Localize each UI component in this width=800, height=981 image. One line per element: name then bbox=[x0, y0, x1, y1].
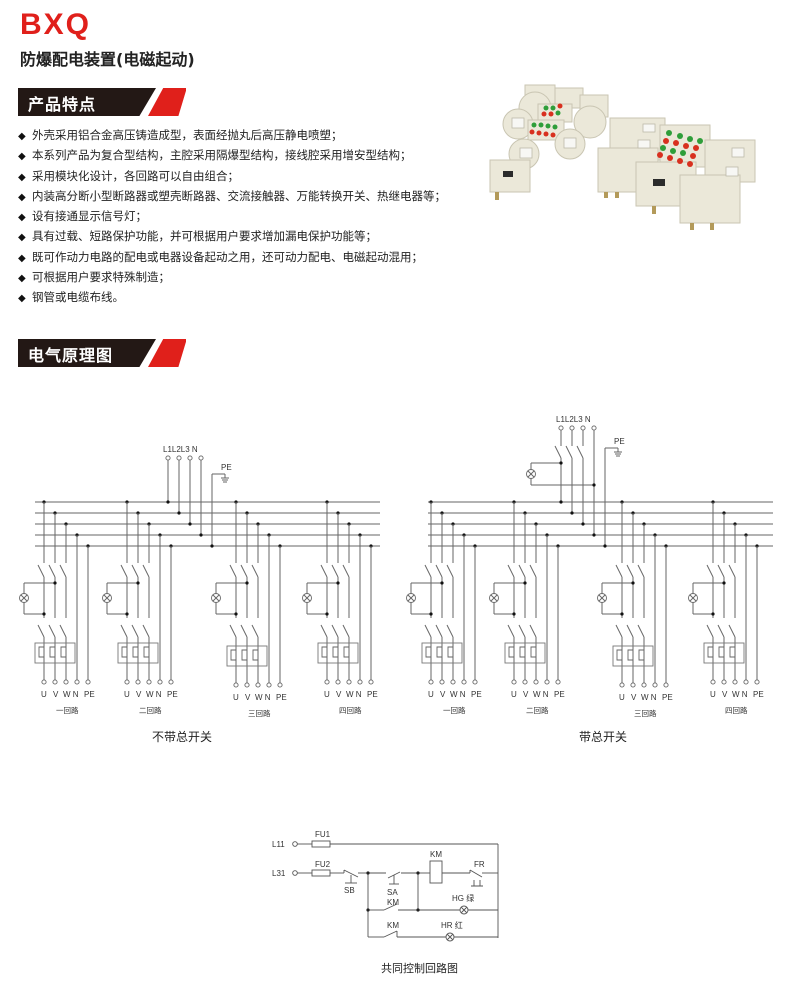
section-accent bbox=[148, 339, 186, 367]
svg-text:U: U bbox=[428, 690, 434, 699]
svg-text:U: U bbox=[511, 690, 517, 699]
label-fr: FR bbox=[474, 860, 485, 869]
left-diagram-caption: 不带总开关 bbox=[152, 730, 213, 744]
svg-text:四回路: 四回路 bbox=[339, 705, 362, 715]
label-fu2: FU2 bbox=[315, 860, 331, 869]
svg-text:PE: PE bbox=[167, 690, 178, 699]
feature-item: ◆本系列产品为复合型结构，主腔采用隔爆型结构，接线腔采用增安型结构； bbox=[18, 145, 446, 165]
feature-item: ◆可根据用户要求特殊制造； bbox=[18, 267, 446, 287]
svg-text:W N: W N bbox=[533, 690, 549, 699]
label-km-contact: KM bbox=[387, 898, 399, 907]
label-hg-green: HG 绿 bbox=[452, 894, 474, 903]
svg-text:PE: PE bbox=[662, 693, 673, 702]
svg-text:L1L2L3 N: L1L2L3 N bbox=[163, 445, 198, 454]
diamond-bullet-icon: ◆ bbox=[18, 252, 26, 264]
svg-text:W N: W N bbox=[146, 690, 162, 699]
svg-text:V: V bbox=[722, 690, 728, 699]
diamond-bullet-icon: ◆ bbox=[18, 151, 26, 163]
feature-item: ◆内装高分断小型断路器或塑壳断路器、交流接触器、万能转换开关、热继电器等； bbox=[18, 186, 446, 206]
control-circuit-diagram: L11 L31 FU1 FU2 SB SA KM KM FR HG 绿 KM H… bbox=[272, 830, 499, 942]
svg-text:PE: PE bbox=[554, 690, 565, 699]
svg-text:四回路: 四回路 bbox=[725, 705, 748, 715]
svg-text:V: V bbox=[523, 690, 529, 699]
svg-text:U: U bbox=[324, 690, 330, 699]
feature-list: ◆外壳采用铝合金高压铸造成型，表面经抛丸后高压静电喷塑； ◆本系列产品为复合型结… bbox=[18, 125, 446, 308]
feature-item: ◆具有过载、短路保护功能，并可根据用户要求增加漏电保护功能等； bbox=[18, 226, 446, 246]
control-circuit-caption: 共同控制回路图 bbox=[381, 962, 458, 975]
diamond-bullet-icon: ◆ bbox=[18, 232, 26, 244]
svg-text:二回路: 二回路 bbox=[526, 705, 549, 715]
feature-item: ◆外壳采用铝合金高压铸造成型，表面经抛丸后高压静电喷塑； bbox=[18, 125, 446, 145]
svg-text:V: V bbox=[440, 690, 446, 699]
svg-text:一回路: 一回路 bbox=[443, 705, 466, 715]
svg-text:二回路: 二回路 bbox=[139, 705, 162, 715]
diamond-bullet-icon: ◆ bbox=[18, 293, 26, 305]
section-title: 电气原理图 bbox=[28, 346, 114, 365]
svg-text:PE: PE bbox=[221, 463, 232, 472]
svg-text:PE: PE bbox=[367, 690, 378, 699]
svg-text:一回路: 一回路 bbox=[56, 705, 79, 715]
svg-text:W N: W N bbox=[641, 693, 657, 702]
diamond-bullet-icon: ◆ bbox=[18, 273, 26, 285]
svg-text:V: V bbox=[245, 693, 251, 702]
label-fu1: FU1 bbox=[315, 830, 331, 839]
svg-text:PE: PE bbox=[276, 693, 287, 702]
diamond-bullet-icon: ◆ bbox=[18, 171, 26, 183]
section-bar bbox=[18, 88, 156, 116]
label-l31: L31 bbox=[272, 869, 286, 878]
feature-item: ◆设有接通显示信号灯； bbox=[18, 206, 446, 226]
section-header-schematic: 电气原理图 bbox=[18, 339, 186, 367]
label-sa: SA bbox=[387, 888, 398, 897]
svg-text:W N: W N bbox=[346, 690, 362, 699]
svg-text:U: U bbox=[41, 690, 47, 699]
svg-text:PE: PE bbox=[471, 690, 482, 699]
section-accent bbox=[148, 88, 186, 116]
svg-text:三回路: 三回路 bbox=[248, 708, 271, 718]
svg-text:PE: PE bbox=[753, 690, 764, 699]
section-title: 产品特点 bbox=[28, 95, 97, 114]
product-photo bbox=[489, 84, 756, 230]
label-l11: L11 bbox=[272, 840, 285, 849]
svg-text:V: V bbox=[53, 690, 59, 699]
svg-text:PE: PE bbox=[614, 437, 625, 446]
svg-text:W N: W N bbox=[255, 693, 271, 702]
page-title: 防爆配电装置(电磁起动) bbox=[20, 50, 195, 69]
diamond-bullet-icon: ◆ bbox=[18, 131, 26, 142]
right-diagram-caption: 带总开关 bbox=[579, 730, 628, 744]
label-hr-red: HR 红 bbox=[441, 920, 463, 930]
svg-text:U: U bbox=[710, 690, 716, 699]
section-bar bbox=[18, 339, 156, 367]
svg-text:U: U bbox=[619, 693, 625, 702]
svg-text:W N: W N bbox=[63, 690, 79, 699]
feature-item: ◆采用模块化设计，各回路可以自由组合； bbox=[18, 166, 446, 186]
svg-text:W N: W N bbox=[450, 690, 466, 699]
svg-text:U: U bbox=[233, 693, 239, 702]
label-km-nc: KM bbox=[387, 921, 399, 930]
svg-text:V: V bbox=[136, 690, 142, 699]
label-km-coil: KM bbox=[430, 850, 442, 859]
svg-text:PE: PE bbox=[84, 690, 95, 699]
section-header-features: 产品特点 bbox=[18, 88, 186, 116]
svg-text:W N: W N bbox=[732, 690, 748, 699]
svg-text:V: V bbox=[631, 693, 637, 702]
label-sb: SB bbox=[344, 886, 355, 895]
svg-text:U: U bbox=[124, 690, 130, 699]
diamond-bullet-icon: ◆ bbox=[18, 212, 26, 224]
feature-item: ◆钢管或电缆布线。 bbox=[18, 287, 446, 307]
feature-item: ◆既可作动力电路的配电或电器设备起动之用，还可动力配电、电磁起动混用； bbox=[18, 247, 446, 267]
svg-text:三回路: 三回路 bbox=[634, 708, 657, 718]
brand-logo: BXQ bbox=[20, 8, 92, 41]
svg-text:V: V bbox=[336, 690, 342, 699]
diamond-bullet-icon: ◆ bbox=[18, 191, 26, 203]
svg-text:L1L2L3 N: L1L2L3 N bbox=[556, 415, 591, 424]
